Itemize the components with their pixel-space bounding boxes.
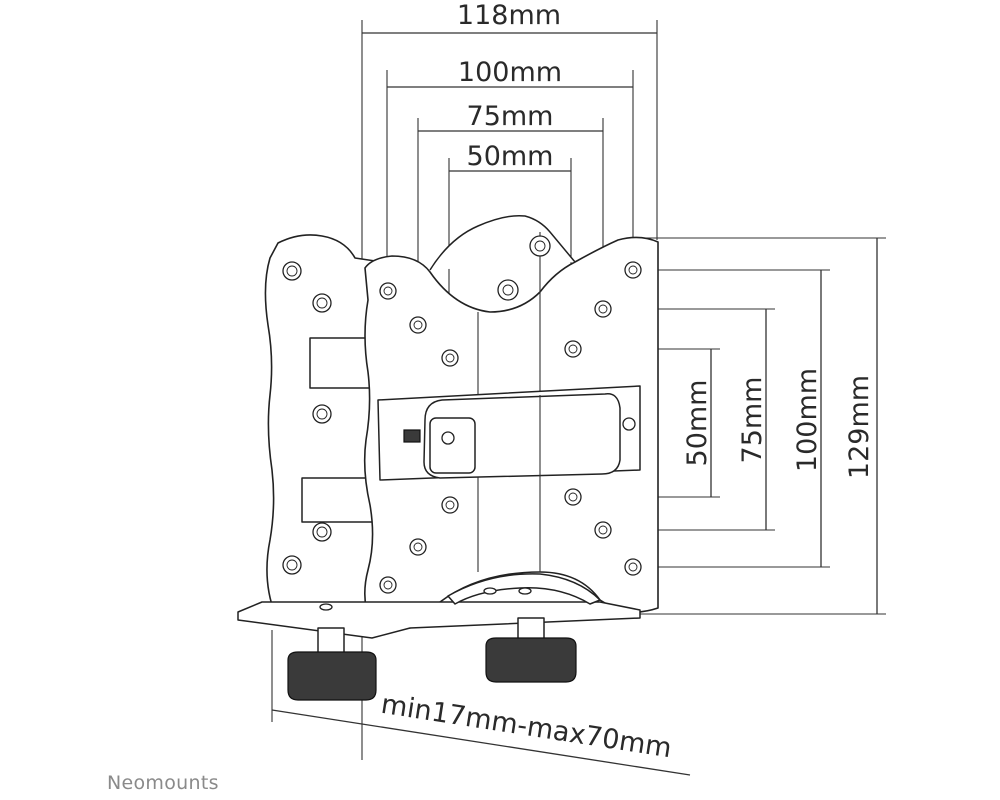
horizontal-extension-lines	[361, 20, 658, 350]
clamp-range-label: min17mm-max70mm	[379, 689, 674, 765]
dim-100mm-label: 100mm	[458, 57, 562, 88]
back-plate	[264, 234, 383, 615]
horizontal-dimension-lines	[362, 32, 657, 172]
dim-118mm-label: 118mm	[457, 0, 561, 31]
dim-75mm-vertical-label: 75mm	[737, 377, 768, 464]
vertical-dimension-lines	[710, 238, 878, 614]
dim-100mm-vertical-label: 100mm	[792, 368, 823, 472]
dim-75mm-label: 75mm	[467, 101, 554, 132]
clamp-foot-left	[287, 627, 377, 701]
clamp-foot-right	[485, 617, 577, 683]
dim-50mm-label: 50mm	[467, 141, 554, 172]
brand-logo: Neomounts	[107, 772, 219, 794]
dim-129mm-vertical-label: 129mm	[844, 375, 875, 479]
clamp-bracket	[377, 385, 641, 481]
dim-50mm-vertical-label: 50mm	[682, 380, 713, 467]
